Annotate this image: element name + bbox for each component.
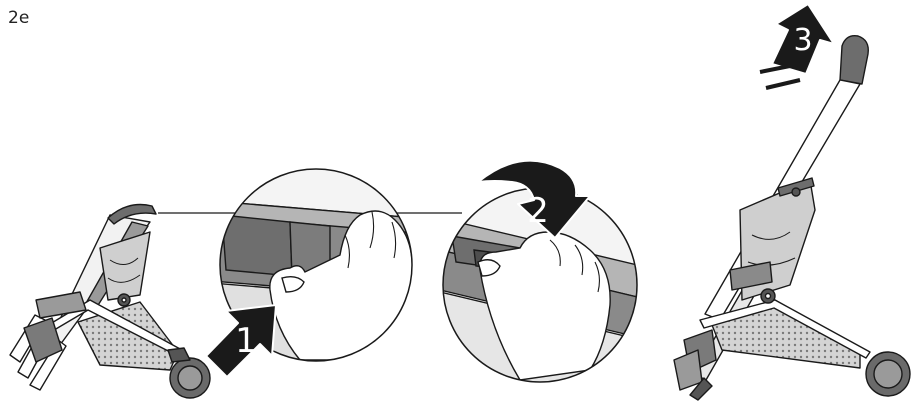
page-label: 2e [8,8,29,28]
motion-line-2 [766,80,800,88]
step-1-number: 1 [235,321,257,361]
folded-stroller [10,205,210,399]
step-3-arrow: 3 [760,4,834,88]
step-1-arrow: 1 [206,305,276,377]
step-2-number: 2 [527,191,549,231]
step-3-number: 3 [793,23,812,58]
unfolded-stroller [674,36,910,400]
